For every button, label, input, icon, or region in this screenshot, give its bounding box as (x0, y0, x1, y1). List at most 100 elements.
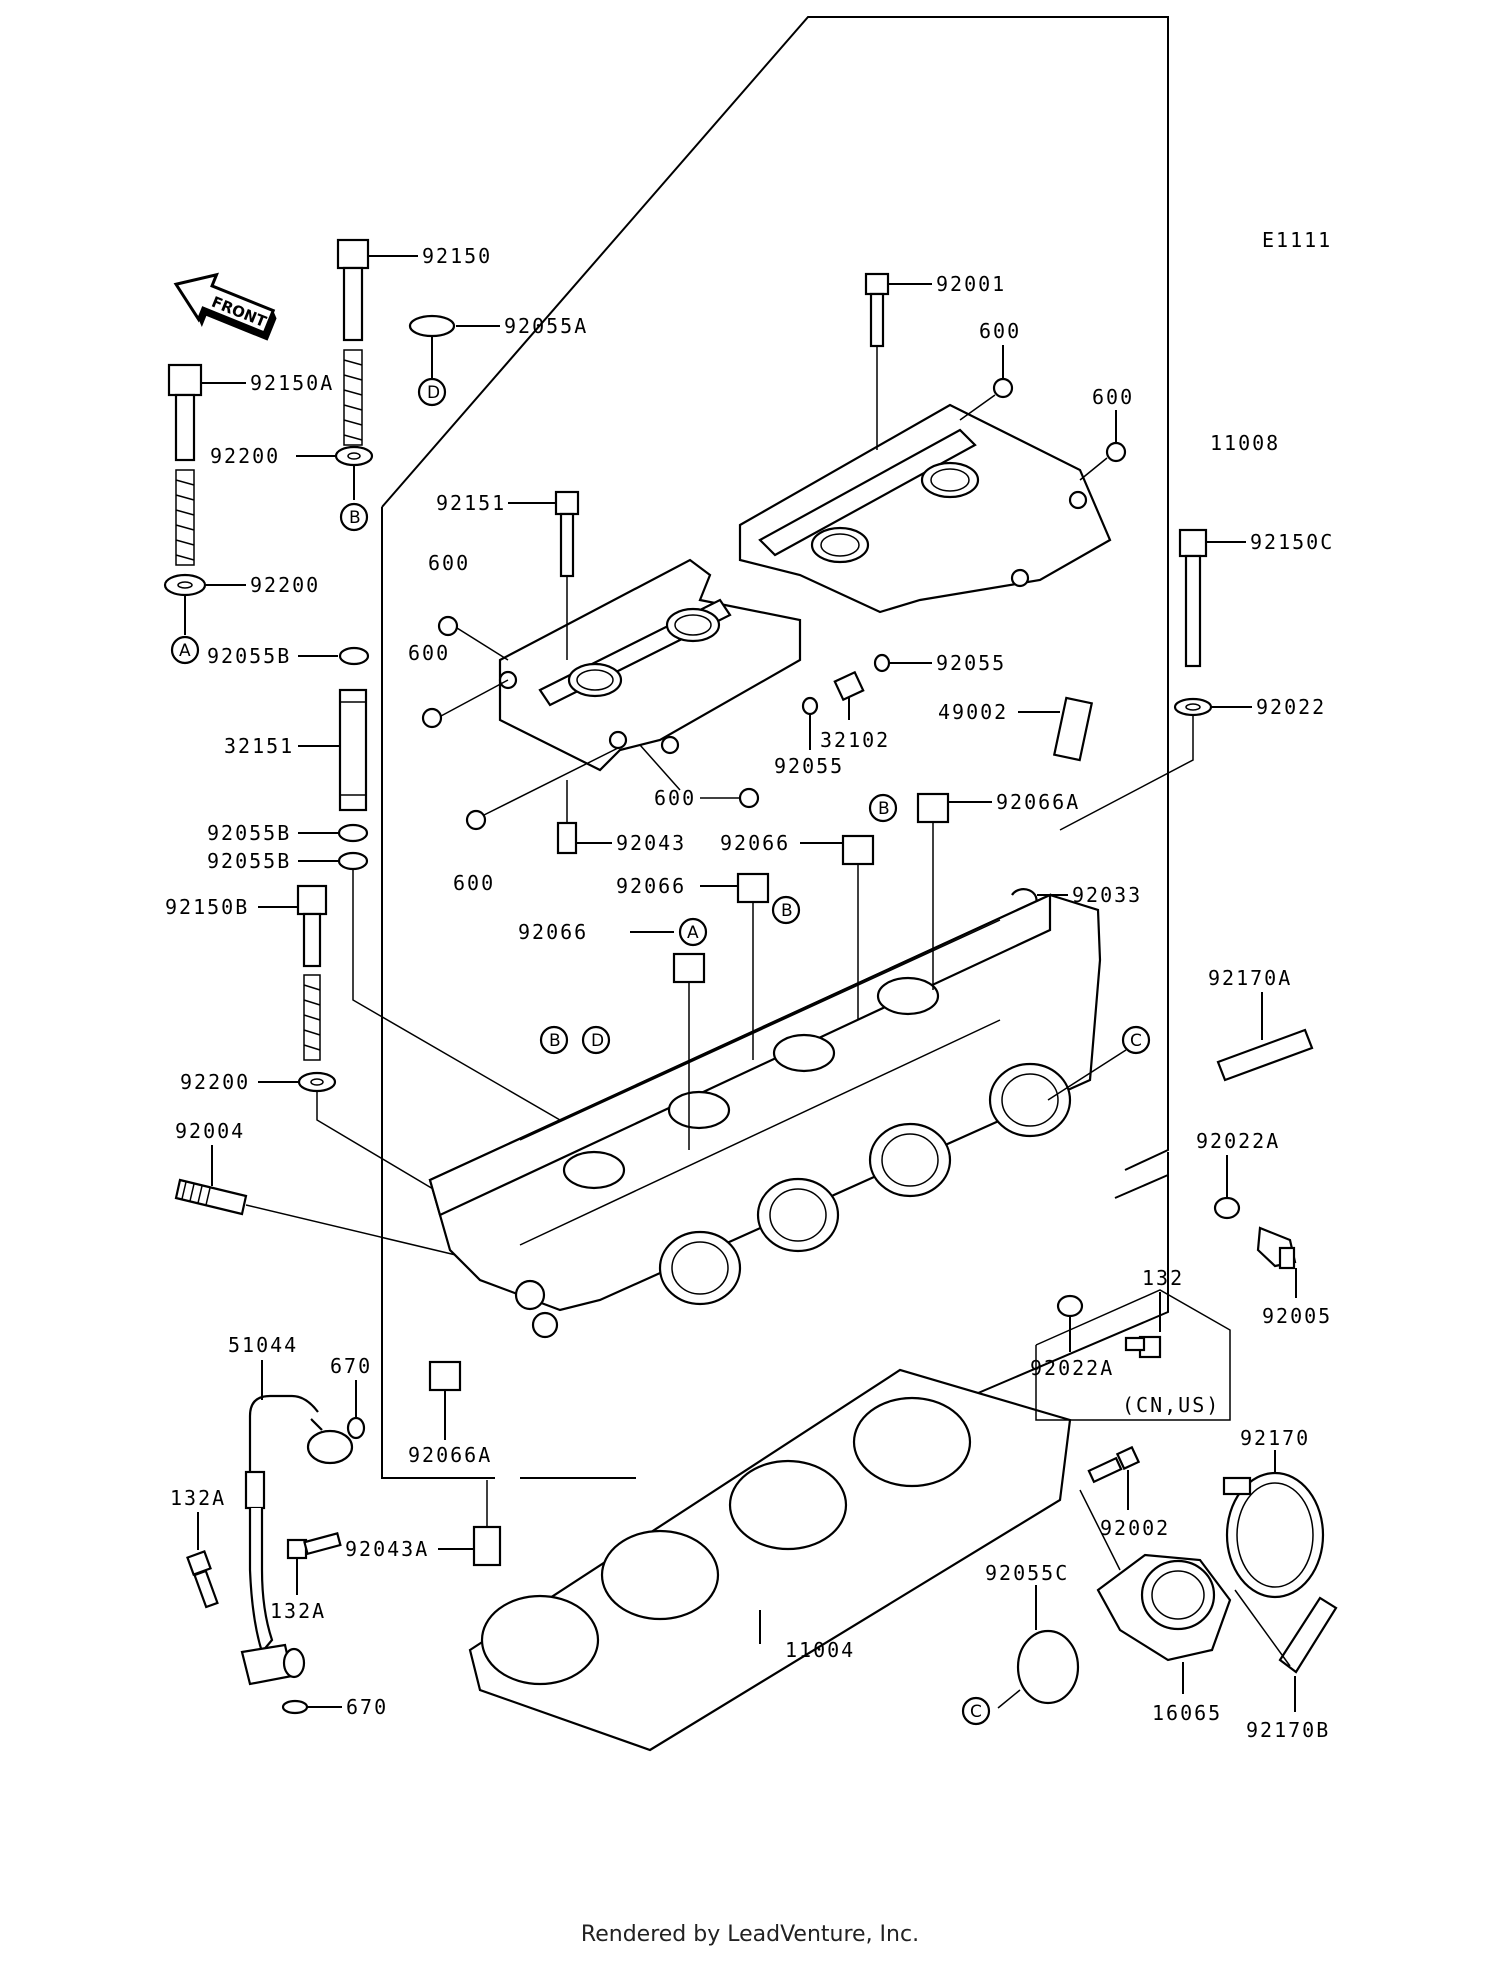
label-92022A-a: 92022A (1196, 1129, 1280, 1153)
clamp-strip-92170A (1216, 992, 1314, 1082)
label-92055A: 92055A (504, 314, 588, 338)
ref-circle-b-left: B (339, 502, 369, 532)
label-92150B: 92150B (165, 895, 249, 919)
washer-92200-left (163, 573, 246, 635)
label-92022A-b: 92022A (1030, 1356, 1114, 1380)
washer-92200-upper (296, 445, 374, 500)
label-92055-b: 92055 (774, 754, 844, 778)
label-92005: 92005 (1262, 1304, 1332, 1328)
label-92055B-c: 92055B (207, 849, 291, 873)
label-92055B-a: 92055B (207, 644, 291, 668)
washer-92022A-inner (1056, 1294, 1084, 1352)
label-32102: 32102 (820, 728, 890, 752)
ref-circle-d-top: D (417, 377, 447, 407)
pipe-32151 (298, 688, 368, 812)
svg-text:D: D (427, 383, 440, 403)
label-92022: 92022 (1256, 695, 1326, 719)
dowel-600-group-right (959, 345, 1127, 481)
cam-holder-left (498, 558, 802, 772)
holder-16065 (1096, 1553, 1232, 1694)
label-670-b: 670 (346, 1695, 388, 1719)
dowel-92043 (556, 780, 612, 855)
label-92055-a: 92055 (936, 651, 1006, 675)
ref-circle-b-low: B (539, 1025, 569, 1055)
svg-text:B: B (349, 508, 361, 528)
label-92200-b: 92200 (250, 573, 320, 597)
bolt-92002 (1079, 1445, 1141, 1571)
plug-92066-c (800, 834, 875, 1020)
assembly-boundary-right (808, 16, 1169, 1171)
label-600-f: 600 (453, 871, 495, 895)
washer-92200-lower (258, 1071, 461, 1206)
footer-credit: Rendered by LeadVenture, Inc. (580, 1922, 920, 1947)
label-32151: 32151 (224, 734, 294, 758)
part-labels: 92150 92055A 92150A 92200 92200 92055B 3… (165, 244, 1334, 1742)
label-600-b: 600 (1092, 385, 1134, 409)
clamp-92170 (1222, 1450, 1325, 1599)
label-92002: 92002 (1100, 1516, 1170, 1540)
bolt-132A-right (286, 1532, 342, 1595)
svg-text:B: B (549, 1031, 561, 1051)
stud-92004 (174, 1145, 461, 1257)
ref-circle-a-left: A (170, 635, 200, 665)
bolt-92151 (508, 490, 580, 660)
label-region-cn-us: (CN,US) (1122, 1393, 1220, 1417)
label-600-d: 600 (408, 641, 450, 665)
ref-circle-c-low: C (961, 1696, 991, 1726)
label-92066A-upper: 92066A (996, 790, 1080, 814)
ref-circle-b-mid: B (771, 895, 801, 925)
assembly-boundary (381, 16, 1169, 1479)
label-670-a: 670 (330, 1354, 372, 1378)
plug-92066A-upper (916, 792, 992, 990)
label-92170A: 92170A (1208, 966, 1292, 990)
bolt-132A-left (186, 1512, 219, 1609)
dowel-600-group-left (421, 615, 760, 831)
label-600-e: 600 (654, 786, 696, 810)
oil-pipe-51044 (240, 1360, 354, 1686)
label-92055B-b: 92055B (207, 821, 291, 845)
bolt-132 (1124, 1292, 1162, 1359)
label-132A-a: 132A (170, 1486, 226, 1510)
label-92066-a: 92066 (720, 831, 790, 855)
plug-92066-a (630, 931, 706, 1150)
label-51044: 51044 (228, 1333, 298, 1357)
label-132A-b: 132A (270, 1599, 326, 1623)
bolt-92001 (864, 272, 932, 450)
label-11004: 11004 (785, 1638, 855, 1662)
svg-text:A: A (179, 641, 191, 661)
label-92150C: 92150C (1250, 530, 1334, 554)
head-gasket-11004 (468, 1368, 1072, 1752)
label-92170B: 92170B (1246, 1718, 1330, 1742)
label-11008: 11008 (1210, 431, 1280, 455)
label-49002: 49002 (938, 700, 1008, 724)
label-92200-a: 92200 (210, 444, 280, 468)
label-92033: 92033 (1072, 883, 1142, 907)
oring-92055C (997, 1585, 1080, 1709)
svg-text:B: B (878, 799, 890, 819)
oring-670-upper (346, 1380, 366, 1440)
label-600-c: 600 (428, 551, 470, 575)
sensor-92005 (1256, 1226, 1297, 1298)
svg-text:B: B (781, 901, 793, 921)
label-92004: 92004 (175, 1119, 245, 1143)
plug-92066A-lower (428, 1360, 462, 1440)
bolt-92150A (167, 363, 246, 566)
ref-circle-a-mid: A (678, 917, 708, 947)
cam-holder-right (738, 403, 1112, 614)
front-arrow-icon: FRONT (173, 272, 277, 341)
cylinder-head (428, 893, 1102, 1339)
label-92066A-lower: 92066A (408, 1443, 492, 1467)
bolt-92150C (1178, 528, 1246, 668)
washer-92022 (1059, 697, 1252, 831)
label-600-a: 600 (979, 319, 1021, 343)
washer-92022A-right (1213, 1155, 1241, 1220)
label-92200-c: 92200 (180, 1070, 250, 1094)
bolt-92150B (258, 884, 328, 1061)
label-92170: 92170 (1240, 1426, 1310, 1450)
ref-circle-c-right: C (1047, 1025, 1151, 1101)
label-92150A: 92150A (250, 371, 334, 395)
label-92055C: 92055C (985, 1561, 1069, 1585)
label-92001: 92001 (936, 272, 1006, 296)
label-92150: 92150 (422, 244, 492, 268)
